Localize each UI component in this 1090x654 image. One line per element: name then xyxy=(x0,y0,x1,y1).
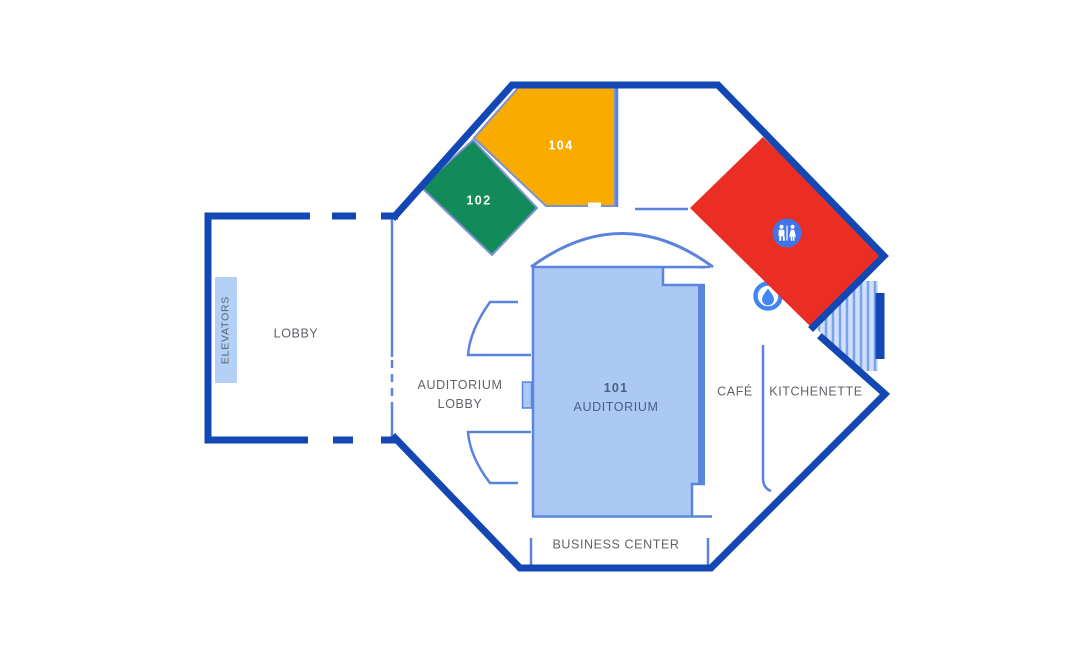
auditorium-entry-top xyxy=(466,300,531,357)
room-label-102: 102 xyxy=(466,193,492,208)
auditorium-door-tab xyxy=(521,381,533,409)
room-label-104: 104 xyxy=(548,138,574,153)
auditorium-stage-arc xyxy=(530,232,714,269)
room-label-kitchenette: KITCHENETTE xyxy=(769,384,863,399)
restroom-icon xyxy=(772,218,802,248)
interior-walls xyxy=(390,86,772,566)
auditorium-entry-bottom xyxy=(466,430,531,485)
room-label-auditorium: 101 AUDITORIUM xyxy=(574,379,659,417)
room-auditorium[interactable] xyxy=(531,265,712,518)
room-label-lobby: LOBBY xyxy=(273,326,319,341)
room-label-auditorium-lobby: AUDITORIUM LOBBY xyxy=(418,376,503,414)
auditorium-lobby-line1: AUDITORIUM xyxy=(417,378,503,392)
auditorium-lobby-line2: LOBBY xyxy=(437,397,483,411)
outer-walls xyxy=(204,81,891,572)
auditorium-number: 101 xyxy=(603,381,629,395)
room-label-elevators: ELEVATORS xyxy=(219,295,232,365)
room-label-business-center: BUSINESS CENTER xyxy=(552,537,680,552)
elevator-bay[interactable] xyxy=(215,277,237,383)
room-label-cafe: CAFÉ xyxy=(717,384,753,399)
room-104-door-gap xyxy=(588,202,601,210)
auditorium-name: AUDITORIUM xyxy=(573,400,659,414)
